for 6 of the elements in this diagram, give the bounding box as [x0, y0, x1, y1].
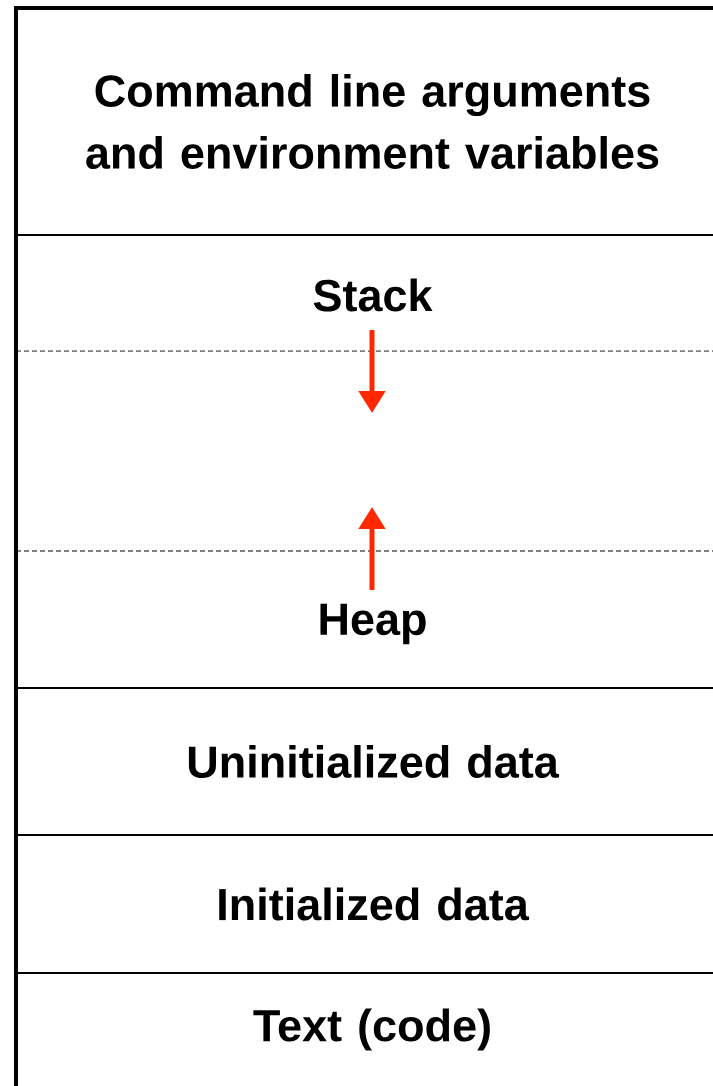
memory-segment-label: Stack	[313, 278, 433, 312]
memory-segment-label: Command line arguments and environment variables	[86, 74, 659, 169]
memory-segment-label: Heap	[320, 603, 426, 645]
memory-segment-label: Initialized data	[219, 887, 530, 921]
memory-segment-label: Uninitialized data	[188, 745, 560, 779]
memory-segment-label: Text (code)	[253, 1008, 490, 1051]
